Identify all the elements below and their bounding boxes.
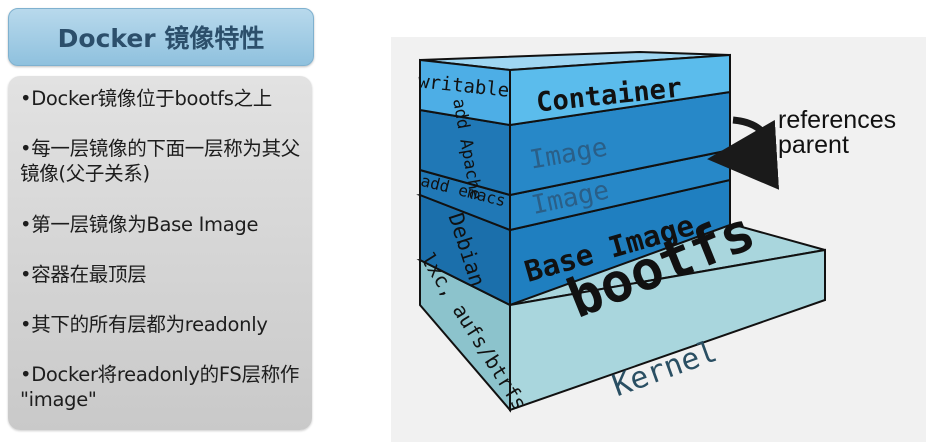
slide-title: Docker 镜像特性	[8, 8, 314, 66]
container-layer	[419, 50, 731, 127]
bullet-item-base-image: •第一层镜像为Base Image	[20, 213, 259, 236]
bullet-item-parent: •每一层镜像的下面一层称为其父镜像(父子关系)	[20, 137, 301, 185]
parent-label: parent	[778, 131, 849, 159]
bullet-item-readonly: •其下的所有层都为readonly	[20, 313, 268, 336]
curved-arrow-icon	[707, 116, 780, 190]
bullet-list: •Docker镜像位于bootfs之上 •每一层镜像的下面一层称为其父镜像(父子…	[8, 76, 312, 412]
bullet-item-bootfs: •Docker镜像位于bootfs之上	[20, 87, 272, 110]
bullet-item-image-name: •Docker将readonly的FS层称作 "image"	[20, 363, 300, 411]
bullet-item-container-top: •容器在最顶层	[20, 263, 147, 286]
docker-layers-diagram: writable add Apache add emacs Debian lxc…	[391, 37, 926, 442]
references-label: references	[778, 106, 896, 134]
bullet-panel: •Docker镜像位于bootfs之上 •每一层镜像的下面一层称为其父镜像(父子…	[8, 76, 312, 430]
